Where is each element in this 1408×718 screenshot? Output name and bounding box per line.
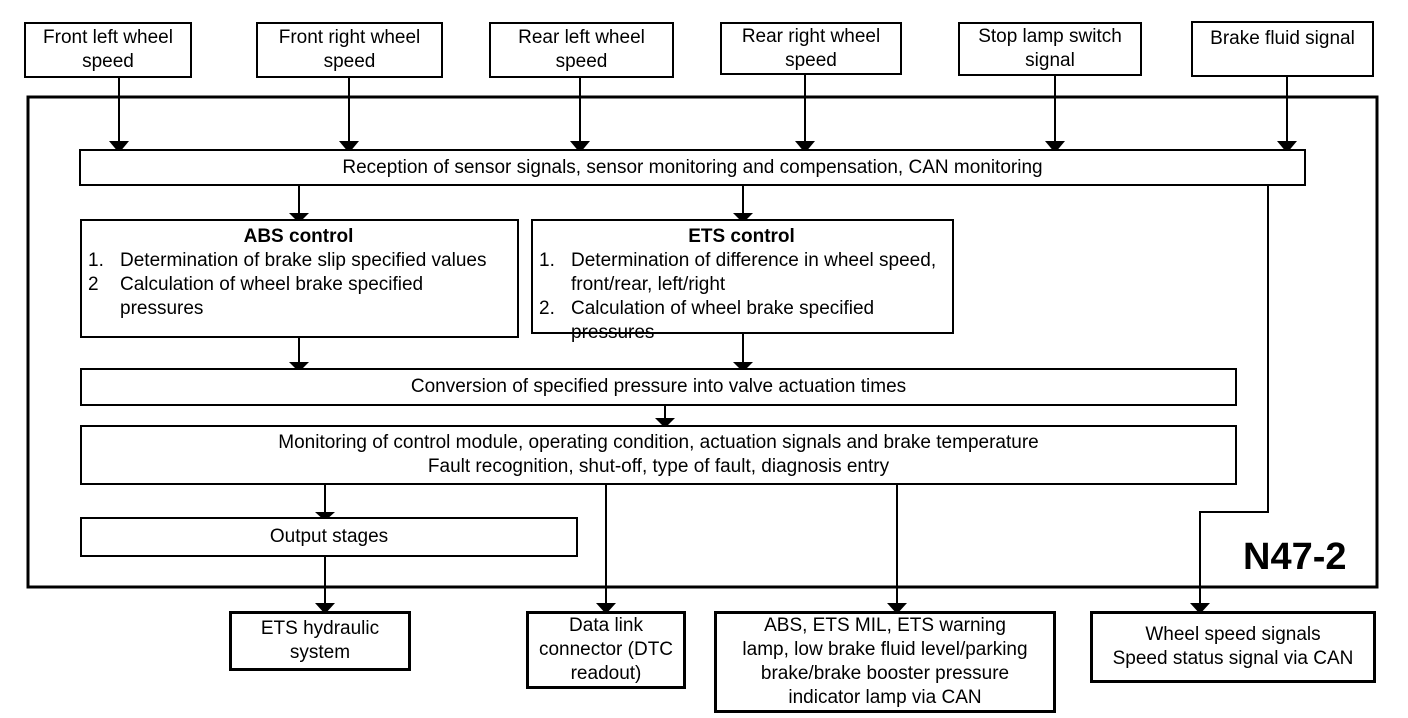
input-rear-right-wheel-speed: Rear right wheel speed <box>720 22 902 75</box>
arrow-head <box>887 603 907 614</box>
input-label-line: Front right wheel <box>278 27 421 48</box>
input-label-line: Rear right wheel <box>741 25 881 47</box>
conversion-box: Conversion of specified pressure into va… <box>80 368 1237 406</box>
list-item: 1. Determination of brake slip specified… <box>88 249 509 273</box>
input-rear-left-wheel-speed: Rear left wheel speed <box>489 22 674 78</box>
arrow-head <box>655 418 675 428</box>
output-data-link-connector: Data link connector (DTC readout) <box>526 611 686 689</box>
list-item: 2. Calculation of wheel brake specified … <box>539 297 944 345</box>
list-item: 2 Calculation of wheel brake specified p… <box>88 273 509 321</box>
output-label-line: Speed status signal via CAN <box>1112 648 1354 669</box>
input-label-line: signal <box>1025 50 1075 71</box>
output-label-line: indicator lamp via CAN <box>788 687 982 708</box>
abs-control-list: 1. Determination of brake slip specified… <box>88 249 509 321</box>
list-item-text: Determination of brake slip specified va… <box>120 250 487 271</box>
output-label-line: ABS, ETS MIL, ETS warning <box>764 615 1006 636</box>
arrow-head <box>289 362 309 372</box>
input-label-line: Brake fluid signal <box>1210 28 1355 49</box>
output-warning-lamps: ABS, ETS MIL, ETS warning lamp, low brak… <box>714 611 1056 713</box>
list-item-number: 2 <box>88 274 99 295</box>
input-stop-lamp-switch-signal: Stop lamp switch signal <box>958 22 1142 76</box>
list-item-text: Calculation of wheel brake specified pre… <box>571 298 875 343</box>
input-label-line: speed <box>785 49 837 71</box>
input-label-line: speed <box>323 51 376 72</box>
output-wheel-speed-signals: Wheel speed signals Speed status signal … <box>1090 611 1376 683</box>
abs-control-title: ABS control <box>243 226 354 247</box>
output-label-line: connector (DTC <box>538 639 674 660</box>
monitoring-text-line: Fault recognition, shut-off, type of fau… <box>427 456 890 477</box>
list-item-number: 1. <box>539 250 555 271</box>
list-item-text: Calculation of wheel brake specified pre… <box>120 274 424 319</box>
input-brake-fluid-signal: Brake fluid signal <box>1191 21 1374 77</box>
input-front-right-wheel-speed: Front right wheel speed <box>256 22 443 78</box>
arrow-head <box>795 141 815 153</box>
conversion-text: Conversion of specified pressure into va… <box>410 376 907 397</box>
arrow-head <box>1045 141 1065 153</box>
output-ets-hydraulic-system: ETS hydraulic system <box>229 611 411 671</box>
input-front-left-wheel-speed: Front left wheel speed <box>24 22 192 78</box>
output-label-line: Data link <box>569 615 643 636</box>
reception-text: Reception of sensor signals, sensor moni… <box>342 156 1043 178</box>
arrow-head <box>596 603 616 614</box>
arrow-head <box>733 362 753 372</box>
list-item-text: Determination of difference in wheel spe… <box>571 250 937 295</box>
arrow-head <box>1190 603 1210 614</box>
ets-control-title: ETS control <box>688 226 795 247</box>
reception-box: Reception of sensor signals, sensor moni… <box>79 149 1306 186</box>
arrow-head <box>315 512 335 521</box>
input-label-line: Front left wheel <box>43 27 173 48</box>
list-item-number: 2. <box>539 298 555 319</box>
output-stages-text: Output stages <box>269 526 389 547</box>
module-frame <box>26 95 1379 589</box>
arrow-head <box>315 603 335 614</box>
input-label-line: speed <box>82 51 134 72</box>
output-stages-box: Output stages <box>80 517 578 557</box>
arrow-head <box>1277 141 1297 153</box>
arrow-head <box>733 213 753 223</box>
list-item: 1. Determination of difference in wheel … <box>539 249 944 297</box>
arrow-head <box>570 141 590 153</box>
input-label-line: Stop lamp switch <box>978 26 1122 47</box>
output-label-line: system <box>289 642 351 663</box>
output-label-line: ETS hydraulic <box>260 618 380 639</box>
monitoring-text-line: Monitoring of control module, operating … <box>278 432 1039 453</box>
arrow-head <box>339 141 359 153</box>
arrow-head <box>109 141 129 153</box>
output-label-line: lamp, low brake fluid level/parking <box>742 639 1028 660</box>
module-label: N47-2 <box>1243 536 1347 578</box>
arrow-head <box>289 213 309 223</box>
input-label-line: speed <box>555 51 608 72</box>
abs-control-box: ABS control 1. Determination of brake sl… <box>80 219 519 338</box>
output-label-line: brake/brake booster pressure <box>760 663 1010 684</box>
output-label-line: Wheel speed signals <box>1145 624 1321 645</box>
ets-control-box: ETS control 1. Determination of differen… <box>531 219 954 343</box>
list-item-number: 1. <box>88 250 104 271</box>
output-label-line: readout) <box>570 663 642 684</box>
ets-control-list: 1. Determination of difference in wheel … <box>539 249 944 345</box>
input-label-line: Rear left wheel <box>518 27 645 48</box>
monitoring-box: Monitoring of control module, operating … <box>80 425 1237 485</box>
